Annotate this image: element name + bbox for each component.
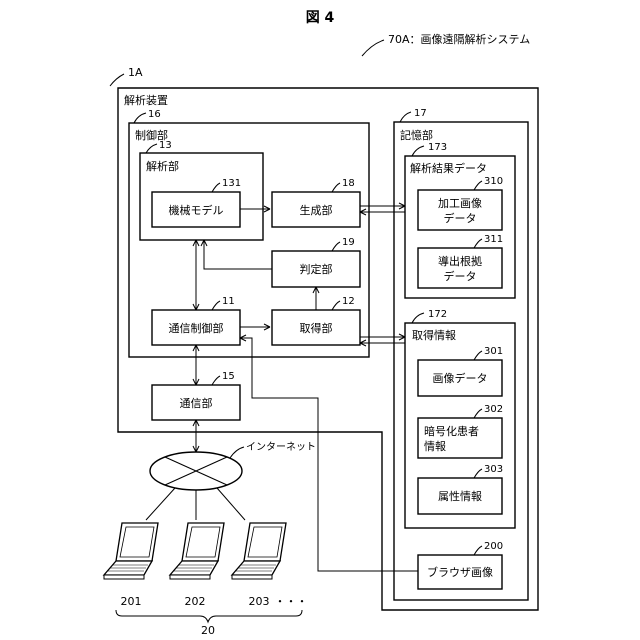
generation-unit-ref: 18	[342, 178, 355, 189]
terminal-group-brace	[116, 610, 302, 622]
acquisition-unit-ref: 12	[342, 296, 355, 307]
image-data-ref: 301	[484, 346, 503, 357]
analysis-unit-label: 解析部	[146, 159, 179, 173]
acquired-info-ref: 172	[428, 309, 447, 320]
storage-unit-leader	[400, 112, 411, 122]
analysis-device-ref: 1A	[128, 66, 143, 79]
evidence-leader	[474, 239, 482, 248]
acquired-info-leader	[412, 313, 424, 323]
laptop-icon-201	[104, 523, 158, 579]
patient-info-line2: 情報	[424, 440, 446, 453]
comm-control-unit-ref: 11	[222, 296, 235, 307]
storage-unit-label: 記憶部	[400, 128, 433, 142]
judgment-unit-leader	[332, 242, 340, 251]
comm-unit-ref: 15	[222, 371, 235, 382]
system-label: 70A：画像遠隔解析システム	[388, 32, 530, 46]
terminal-ref-201: 201	[121, 595, 142, 608]
analysis-device-leader	[110, 74, 124, 86]
patient-info-line1: 暗号化患者	[424, 424, 479, 438]
comm-unit-leader	[212, 376, 220, 385]
result-data-ref: 173	[428, 142, 447, 153]
patient-info-leader	[474, 409, 482, 418]
generation-unit-label: 生成部	[300, 203, 333, 217]
acquisition-unit-label: 取得部	[300, 321, 333, 335]
result-data-label: 解析結果データ	[410, 161, 487, 175]
machine-model-label: 機械モデル	[169, 203, 224, 217]
processed-image-line1: 加工画像	[438, 197, 482, 210]
control-unit-leader	[134, 113, 146, 123]
analysis-unit-leader	[146, 144, 157, 153]
acquired-info-label: 取得情報	[412, 329, 456, 342]
laptop-icon-203	[232, 523, 286, 579]
terminal-ref-203: 203	[249, 595, 270, 608]
comm-control-unit-label: 通信制御部	[169, 321, 224, 335]
internet-leader	[230, 447, 244, 458]
terminal-ellipsis: ・・・	[275, 595, 308, 608]
processed-image-line2: データ	[444, 211, 477, 225]
patient-info-ref: 302	[484, 404, 503, 415]
processed-image-leader	[474, 181, 482, 190]
processed-image-ref: 310	[484, 176, 503, 187]
evidence-ref: 311	[484, 234, 503, 245]
internet-label: インターネット	[246, 441, 316, 453]
comm-control-unit-leader	[212, 301, 220, 310]
browser-image-label: ブラウザ画像	[427, 565, 493, 579]
internet-terminal-links	[146, 488, 245, 520]
analysis-device-label: 解析装置	[124, 93, 168, 107]
figure-title: 図 4	[306, 10, 335, 26]
result-data-leader	[412, 146, 424, 156]
comm-unit-label: 通信部	[180, 396, 213, 410]
browser-image-leader	[474, 546, 482, 555]
image-data-leader	[474, 351, 482, 360]
internet-cloud	[150, 452, 242, 490]
terminal-ref-202: 202	[185, 595, 206, 608]
storage-unit-ref: 17	[414, 108, 427, 119]
attribute-info-label: 属性情報	[438, 489, 482, 503]
machine-model-leader	[212, 183, 220, 192]
judgment-unit-ref: 19	[342, 237, 355, 248]
generation-unit-leader	[332, 183, 340, 192]
judgment-unit-label: 判定部	[300, 262, 333, 276]
image-data-label: 画像データ	[433, 371, 488, 385]
browser-image-ref: 200	[484, 541, 503, 552]
machine-model-ref: 131	[222, 178, 241, 189]
system-leader-line	[362, 40, 384, 56]
evidence-line2: データ	[444, 269, 477, 283]
acquisition-unit-leader	[332, 301, 340, 310]
control-unit-ref: 16	[148, 109, 161, 120]
analysis-unit-ref: 13	[159, 140, 172, 151]
evidence-line1: 導出根拠	[438, 254, 482, 268]
terminal-group-ref: 20	[201, 624, 215, 637]
laptop-icon-202	[170, 523, 224, 579]
attribute-info-ref: 303	[484, 464, 503, 475]
attribute-info-leader	[474, 469, 482, 478]
